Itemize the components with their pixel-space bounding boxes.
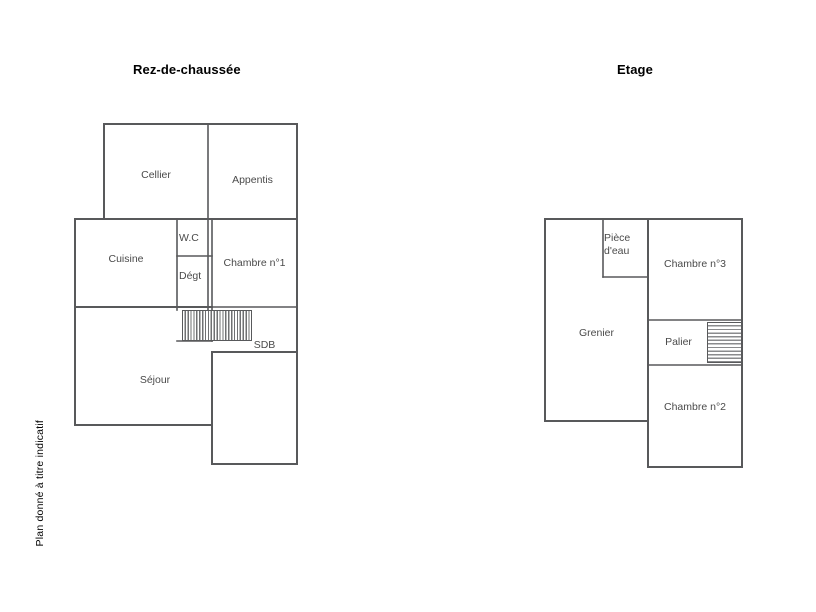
room-label-palier: Palier bbox=[665, 336, 692, 348]
floor-title-ground: Rez-de-chaussée bbox=[133, 62, 241, 77]
staircase-upper-floor bbox=[707, 322, 742, 363]
floor-title-upper: Etage bbox=[617, 62, 653, 77]
room-label-cuisine: Cuisine bbox=[108, 253, 144, 265]
room-label-piece-deau: Pièce d'eau bbox=[604, 232, 631, 257]
staircase-ground-floor bbox=[182, 310, 252, 341]
room-label-chambre-3: Chambre n°3 bbox=[664, 258, 726, 270]
room-label-sejour: Séjour bbox=[139, 374, 171, 386]
room-label-grenier: Grenier bbox=[578, 327, 614, 339]
ground-floor-walls bbox=[74, 123, 298, 465]
room-label-sdb: SDB bbox=[253, 339, 276, 351]
room-label-appentis: Appentis bbox=[232, 174, 273, 186]
room-label-chambre-1: Chambre n°1 bbox=[223, 257, 286, 269]
room-label-wc: W.C bbox=[179, 232, 199, 244]
upper-floor-walls bbox=[544, 218, 743, 468]
room-label-degt: Dégt bbox=[179, 270, 202, 282]
room-label-cellier: Cellier bbox=[141, 169, 171, 181]
room-label-chambre-2: Chambre n°2 bbox=[664, 401, 726, 413]
